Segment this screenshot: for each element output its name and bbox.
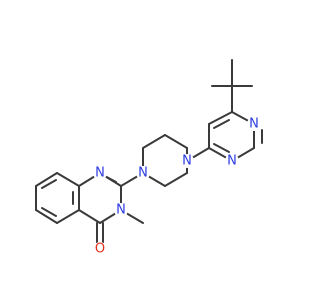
bond xyxy=(56,172,80,187)
bond xyxy=(213,119,230,129)
benzene-ring xyxy=(35,172,80,224)
tert-butyl-group xyxy=(211,59,253,113)
carbonyl-group xyxy=(96,222,104,245)
quinazoline-nitrogen-label: N xyxy=(116,203,126,218)
bond xyxy=(78,209,101,224)
bond xyxy=(213,143,230,153)
pyrimidine-nitrogen-label: N xyxy=(227,154,237,169)
pyrimidine-nitrogen-label: N xyxy=(249,117,259,132)
piperazine-nitrogen-label: N xyxy=(138,166,148,181)
bond xyxy=(35,209,58,224)
bond xyxy=(35,172,58,187)
pyrimidinone-ring xyxy=(78,172,122,224)
molecule-structure-diagram: N N N N N N O xyxy=(35,59,263,257)
bond xyxy=(41,179,57,189)
quinazoline-nitrogen-label: N xyxy=(95,166,105,181)
bond xyxy=(164,134,188,149)
piperazine-nitrogen-label: N xyxy=(182,154,192,169)
atom-labels: N N N N N N O xyxy=(93,117,261,257)
bond xyxy=(164,172,188,187)
bond xyxy=(208,111,233,125)
bond xyxy=(41,207,57,217)
bond xyxy=(142,134,166,149)
carbonyl-oxygen-label: O xyxy=(95,242,105,257)
bond xyxy=(56,209,80,224)
